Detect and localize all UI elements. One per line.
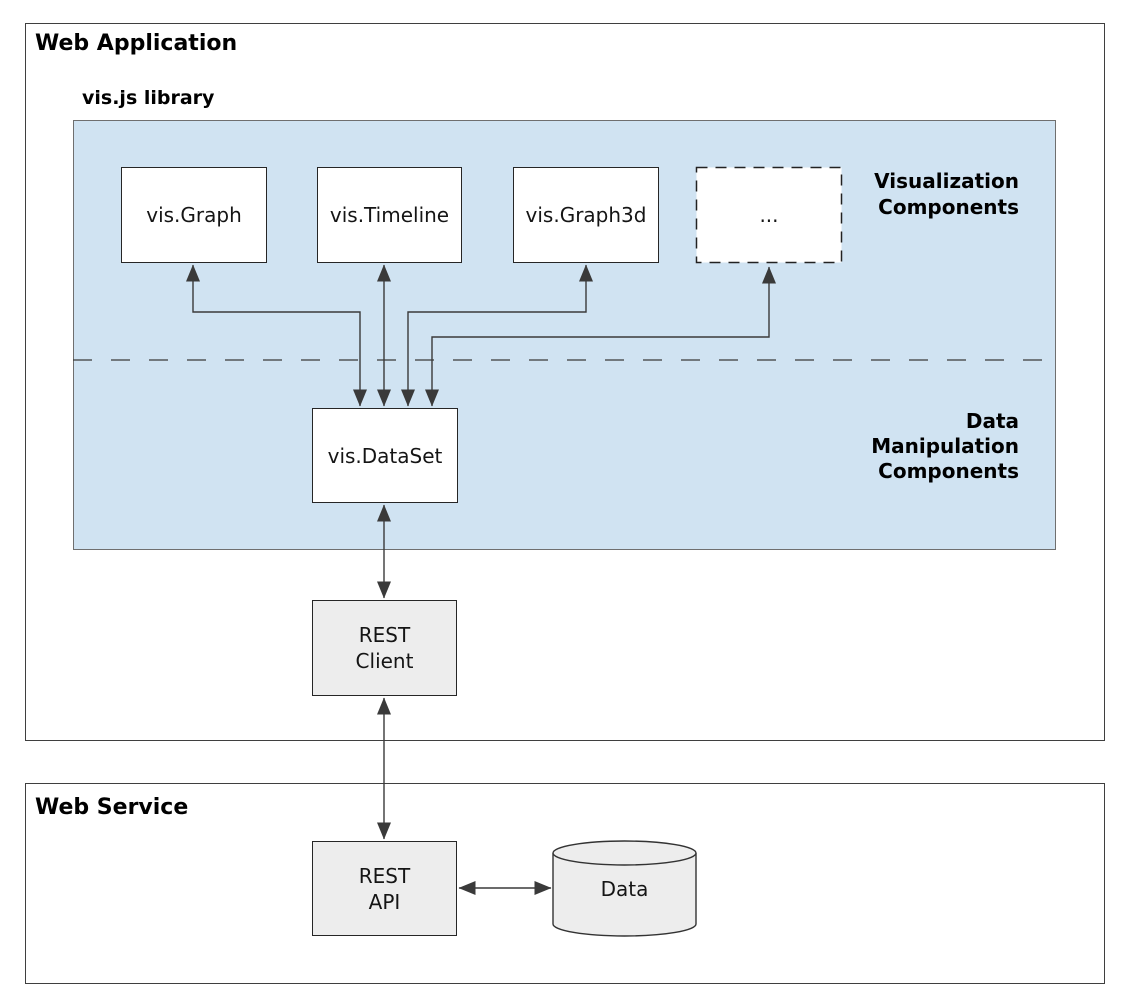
rest-api-label-line2: API (368, 889, 401, 914)
rest-api-label-line1: REST (358, 863, 411, 888)
visjs-library-title: vis.js library (82, 87, 215, 109)
data-manipulation-label-line2: Manipulation (871, 434, 1019, 458)
data-store-cylinder: Data (553, 841, 696, 936)
rest-client-box: REST Client (312, 600, 457, 696)
data-manipulation-label-line3: Components (878, 459, 1019, 483)
more-components-label: ... (759, 203, 779, 227)
vis-dataset-box: vis.DataSet (312, 408, 458, 503)
web-service-title: Web Service (35, 795, 189, 820)
visualization-components-label-line1: Visualization (874, 169, 1019, 193)
data-store-label: Data (600, 876, 649, 901)
vis-graph-label: vis.Graph (146, 203, 242, 227)
vis-dataset-label: vis.DataSet (327, 443, 443, 468)
rest-api-box: REST API (312, 841, 457, 936)
vis-graph-box: vis.Graph (121, 167, 267, 263)
data-manipulation-label-line1: Data (965, 409, 1019, 433)
vis-timeline-label: vis.Timeline (329, 203, 450, 227)
vis-graph3d-box: vis.Graph3d (513, 167, 659, 263)
visualization-components-label-line2: Components (878, 195, 1019, 219)
visualization-components-label: Visualization Components (874, 168, 1019, 220)
rest-client-label-line1: REST (358, 623, 411, 647)
vis-timeline-box: vis.Timeline (317, 167, 462, 263)
vis-graph3d-label: vis.Graph3d (525, 203, 647, 227)
rest-client-label-line2: Client (355, 649, 414, 673)
web-application-title: Web Application (35, 31, 238, 56)
data-manipulation-components-label: Data Manipulation Components (871, 409, 1019, 484)
more-components-box: ... (696, 167, 842, 263)
